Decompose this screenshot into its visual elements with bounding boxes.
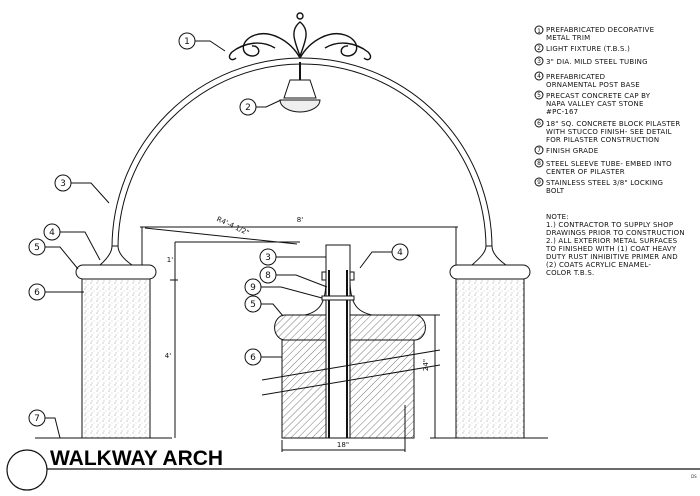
callout-4: 4 (43, 223, 101, 261)
title-block: WALKWAY ARCH DS (6, 447, 700, 491)
notes-lines-2: 2.) ALL EXTERIOR METAL SURFACES (546, 237, 678, 245)
callout-5: 5 (28, 238, 79, 270)
legend-4-num: 5 (537, 92, 541, 99)
callouts-c1: 1 (184, 37, 190, 47)
legend-4-lines-1: NAPA VALLEY CAST STONE (546, 100, 644, 108)
legend-3-lines-1: ORNAMENTAL POST BASE (546, 81, 640, 89)
notes-lines-4: DUTY RUST INHIBITIVE PRIMER AND (546, 253, 678, 261)
callouts-c5: 5 (250, 300, 256, 310)
legend-item-3: 3 3" DIA. MILD STEEL TUBING (534, 56, 648, 66)
legend-8-num: 9 (537, 179, 541, 186)
callouts-c2: 2 (245, 103, 251, 113)
callout-1: 1 (178, 32, 226, 52)
notes-heading: NOTE: (546, 213, 569, 221)
callouts-c4: 4 (49, 228, 55, 238)
callouts-c4: 4 (397, 248, 403, 258)
legend-item-7: 7 FINISH GRADE (534, 145, 598, 155)
arch-elevation (35, 12, 548, 439)
callouts-c5: 5 (34, 243, 40, 253)
detail-height-dimension: 24" (422, 359, 430, 371)
right-pilaster (449, 245, 531, 439)
callouts: 1 2 3 4 5 6 7 3 8 9 5 6 4 (28, 32, 409, 439)
legend-6-lines-0: FINISH GRADE (546, 147, 598, 155)
sheet-mark: DS (691, 474, 697, 479)
notes-lines-5: (2) COATS ACRYLIC ENAMEL- (546, 261, 651, 269)
detail-width-dimension: 18" (337, 441, 349, 449)
legend-5-lines-2: FOR PILASTER CONSTRUCTION (546, 136, 659, 144)
width-dimension: 8' (297, 216, 303, 224)
notes-lines-3: TO FINISHED WITH (1) COAT HEAVY (545, 245, 677, 253)
legend-0-num: 1 (537, 28, 541, 35)
callout-detail-3: 3 (259, 248, 326, 266)
legend-5-lines-0: 18" SQ. CONCRETE BLOCK PILASTER (546, 120, 681, 128)
callout-detail-6: 6 (244, 348, 282, 366)
legend-4-lines-2: #PC-167 (546, 108, 578, 116)
callout-3: 3 (54, 174, 110, 204)
callouts-c8: 8 (265, 271, 271, 281)
legend-5-lines-1: WITH STUCCO FINISH- SEE DETAIL (546, 128, 672, 136)
legend-3-num: 4 (537, 73, 541, 80)
notes-lines-0: 1.) CONTRACTOR TO SUPPLY SHOP (546, 221, 673, 229)
light-fixture (279, 62, 321, 113)
drawing-title: WALKWAY ARCH (50, 447, 223, 470)
pilaster-detail: 24" 18" (261, 244, 441, 452)
callouts-c7: 7 (34, 414, 40, 424)
callout-detail-4: 4 (359, 243, 409, 269)
legend-1-num: 2 (537, 45, 541, 52)
notes-lines-6: COLOR T.B.S. (546, 269, 594, 277)
callout-detail-5: 5 (244, 295, 284, 317)
pilaster-height-dimension: 4' (165, 352, 171, 360)
callouts-c6: 6 (34, 288, 40, 298)
radius-dimension: R4'-4 1/2" (215, 215, 250, 237)
callout-7: 7 (28, 409, 61, 439)
legend-item-2: 2 LIGHT FIXTURE (T.B.S.) (534, 43, 630, 53)
legend-5-num: 6 (537, 120, 541, 127)
legend-1-lines-0: LIGHT FIXTURE (T.B.S.) (546, 45, 630, 53)
callout-detail-8: 8 (259, 266, 328, 288)
legend-0-lines-1: METAL TRIM (546, 34, 590, 42)
legend-8-lines-0: STAINLESS STEEL 3/8" LOCKING (546, 179, 663, 187)
legend-2-num: 3 (537, 58, 541, 65)
legend-7-lines-0: STEEL SLEEVE TUBE- EMBED INTO (546, 160, 672, 168)
notes: NOTE: 1.) CONTRACTOR TO SUPPLY SHOP DRAW… (545, 213, 685, 277)
callouts-c6: 6 (250, 353, 256, 363)
callout-6: 6 (28, 283, 84, 301)
base-height-dimension: 1' (167, 256, 173, 264)
legend-8-lines-1: BOLT (546, 187, 565, 195)
legend-6-num: 7 (537, 147, 541, 154)
callouts-c3: 3 (265, 253, 271, 263)
decorative-metal-trim (228, 12, 372, 61)
legend-7-lines-1: CENTER OF PILASTER (546, 168, 625, 176)
legend-2-lines-0: 3" DIA. MILD STEEL TUBING (546, 58, 648, 66)
callouts-c3: 3 (60, 179, 66, 189)
callouts-c9: 9 (250, 283, 256, 293)
legend-0-lines-0: PREFABRICATED DECORATIVE (546, 26, 654, 34)
callout-2: 2 (239, 98, 282, 116)
left-pilaster (75, 245, 157, 439)
legend-3-lines-0: PREFABRICATED (546, 73, 605, 81)
callout-detail-9: 9 (244, 278, 323, 299)
legend-4-lines-0: PRECAST CONCRETE CAP BY (546, 92, 651, 100)
notes-lines-1: DRAWINGS PRIOR TO CONSTRUCTION (546, 229, 685, 237)
legend-7-num: 8 (537, 160, 541, 167)
